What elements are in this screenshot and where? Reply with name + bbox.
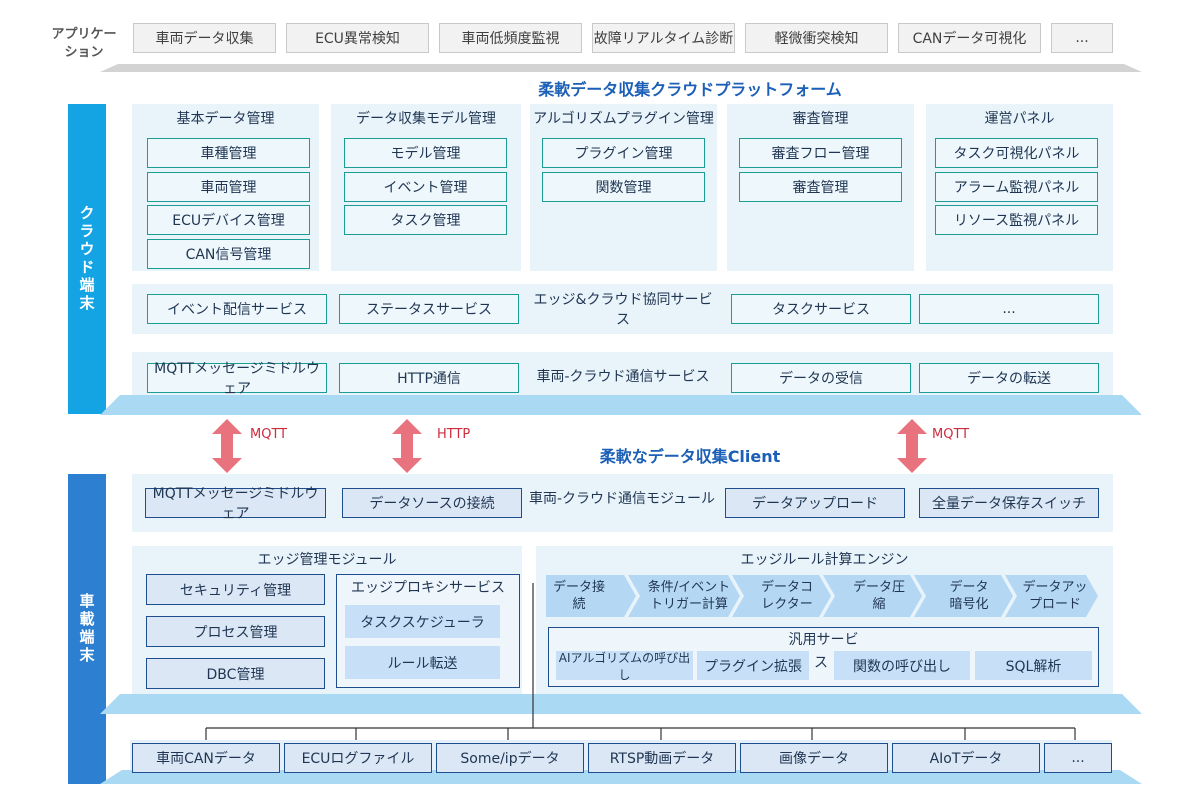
item-review-flow-mgmt[interactable]: 審査フロー管理 — [739, 138, 902, 168]
step-data-collector[interactable]: データコ レクター — [760, 580, 813, 612]
item-model-mgmt[interactable]: モデル管理 — [344, 138, 507, 168]
item-rule-forwarding[interactable]: ルール転送 — [345, 646, 500, 679]
item-vehicle-mgmt[interactable]: 車両管理 — [147, 172, 310, 202]
client-base-platform — [100, 694, 1142, 714]
step-data-upload[interactable]: データアッ プロード — [1022, 580, 1088, 612]
protocol-label-mqtt-left: MQTT — [250, 427, 288, 442]
source-someip-data[interactable]: Some/ipデータ — [436, 743, 584, 773]
client-title: 柔軟なデータ収集Client — [599, 447, 781, 466]
item-ecu-device-mgmt[interactable]: ECUデバイス管理 — [147, 205, 310, 235]
module-title-algorithm-plugin: アルゴリズムプラグイン管理 — [533, 111, 714, 127]
item-data-forward[interactable]: データの転送 — [919, 363, 1099, 393]
item-data-receive[interactable]: データの受信 — [731, 363, 911, 393]
item-sql-analysis[interactable]: SQL解析 — [975, 651, 1092, 680]
item-task-mgmt[interactable]: タスク管理 — [344, 205, 507, 235]
item-can-signal-mgmt[interactable]: CAN信号管理 — [147, 239, 310, 269]
item-task-visual-panel[interactable]: タスク可視化パネル — [935, 138, 1098, 168]
app-item-can-data-visualization[interactable]: CANデータ可視化 — [898, 23, 1041, 53]
item-data-upload[interactable]: データアップロード — [725, 488, 905, 518]
edge-rule-engine-title: エッジルール計算エンジン — [740, 552, 909, 568]
step-condition-trigger[interactable]: 条件/イベント トリガー計算 — [647, 580, 731, 612]
general-service-title: 汎用サービ — [788, 632, 859, 648]
edge-mgmt-title: エッジ管理モジュール — [257, 552, 397, 568]
mqtt-arrow-left — [212, 419, 242, 473]
item-task-scheduler[interactable]: タスクスケジューラ — [345, 605, 500, 638]
applications-platform — [100, 14, 1142, 72]
protocol-label-http: HTTP — [437, 427, 471, 442]
protocol-label-mqtt-right: MQTT — [932, 427, 970, 442]
item-http-comm[interactable]: HTTP通信 — [339, 363, 519, 393]
item-full-data-save-switch[interactable]: 全量データ保存スイッチ — [919, 488, 1099, 518]
item-event-mgmt[interactable]: イベント管理 — [344, 172, 507, 202]
item-task-service[interactable]: タスクサービス — [731, 294, 911, 324]
cloud-platform-title: 柔軟データ収集クラウドプラットフォーム — [538, 80, 842, 99]
step-data-encryption[interactable]: データ 暗号化 — [949, 580, 989, 612]
client-comm-label: 車両-クラウド通信モジュール — [528, 491, 716, 507]
edge-cloud-service-label: エッジ&クラウド協同サービス — [533, 292, 713, 328]
item-mqtt-middleware-cloud[interactable]: MQTTメッセージミドルウェア — [147, 361, 327, 397]
item-dbc-mgmt[interactable]: DBC管理 — [146, 658, 325, 689]
source-rtsp-video-data[interactable]: RTSP動画データ — [588, 743, 736, 773]
item-review-mgmt[interactable]: 審査管理 — [739, 172, 902, 202]
source-vehicle-can-data[interactable]: 車両CANデータ — [132, 743, 280, 773]
item-resource-monitor-panel[interactable]: リソース監視パネル — [935, 205, 1098, 235]
item-alarm-monitor-panel[interactable]: アラーム監視パネル — [935, 172, 1098, 202]
source-more[interactable]: ... — [1044, 743, 1112, 773]
item-function-call[interactable]: 関数の呼び出し — [834, 651, 970, 680]
cloud-sidebar-label: クラウド端末 — [68, 104, 106, 414]
cloud-base-platform — [100, 395, 1142, 415]
source-image-data[interactable]: 画像データ — [740, 743, 888, 773]
applications-label: アプリケー ション — [51, 27, 117, 60]
module-title-review: 審査管理 — [792, 111, 849, 127]
http-arrow — [392, 419, 422, 473]
step-data-compression[interactable]: データ圧 縮 — [852, 580, 905, 612]
vehicle-sidebar-label: 車載端末 — [68, 474, 106, 784]
item-data-source-connect[interactable]: データソースの接続 — [342, 488, 522, 518]
item-service-more[interactable]: ... — [919, 294, 1099, 324]
item-process-mgmt[interactable]: プロセス管理 — [146, 616, 325, 647]
app-item-realtime-fault-diagnosis[interactable]: 故障リアルタイム診断 — [592, 23, 735, 53]
step-data-connection[interactable]: データ接 続 — [552, 580, 605, 612]
app-item-vehicle-low-freq-monitoring[interactable]: 車両低頻度監視 — [439, 23, 582, 53]
module-title-collection-model: データ収集モデル管理 — [356, 111, 496, 127]
source-aiot-data[interactable]: AIoTデータ — [892, 743, 1040, 773]
item-plugin-extension[interactable]: プラグイン拡張 — [697, 651, 809, 680]
item-plugin-mgmt[interactable]: プラグイン管理 — [542, 138, 705, 168]
item-ai-algorithm-call[interactable]: AIアルゴリズムの呼び出し — [556, 651, 693, 682]
item-security-mgmt[interactable]: セキュリティ管理 — [146, 574, 325, 605]
item-mqtt-middleware-client[interactable]: MQTTメッセージミドルウェア — [145, 486, 326, 522]
vehicle-cloud-comm-label: 車両-クラウド通信サービス — [536, 369, 710, 385]
edge-proxy-title: エッジプロキシサービス — [351, 580, 505, 596]
item-status-service[interactable]: ステータスサービス — [339, 294, 519, 324]
app-item-more[interactable]: ... — [1051, 23, 1113, 53]
item-plugin-extension-suffix: ス — [814, 655, 828, 671]
item-vehicle-type-mgmt[interactable]: 車種管理 — [147, 138, 310, 168]
rule-pipeline — [546, 575, 1098, 617]
app-item-minor-collision-detection[interactable]: 軽微衝突検知 — [745, 23, 888, 53]
module-title-operation: 運営パネル — [984, 111, 1055, 127]
source-ecu-log-file[interactable]: ECUログファイル — [284, 743, 432, 773]
mqtt-arrow-right — [897, 419, 927, 473]
item-event-distribution-service[interactable]: イベント配信サービス — [147, 294, 327, 324]
app-item-vehicle-data-collection[interactable]: 車両データ収集 — [133, 23, 276, 53]
app-item-ecu-anomaly-detection[interactable]: ECU異常検知 — [286, 23, 429, 53]
module-title-basic-data: 基本データ管理 — [176, 111, 275, 127]
item-function-mgmt[interactable]: 関数管理 — [542, 172, 705, 202]
